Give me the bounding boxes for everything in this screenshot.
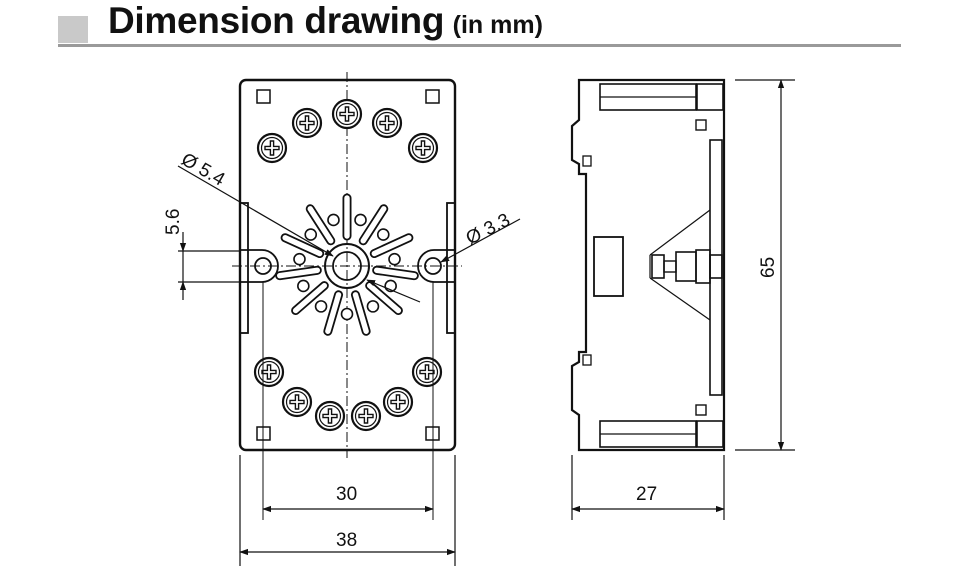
socket-pin-hole [388,252,401,266]
title-text: Dimension drawing [108,0,445,41]
socket-slot-inner [360,206,387,244]
corner-square-tl [256,89,271,104]
page-title: Dimension drawing (in mm) [108,0,543,42]
socket-slot-inner [325,292,342,334]
side-dimensions [571,79,795,520]
socket-slot-inner [373,267,418,279]
label-mount-width: 30 [336,484,357,505]
terminal-screw-icon [331,98,363,130]
socket-slot-inner [371,235,412,257]
terminal-screw-icon [314,400,346,432]
terminal-screw-icon [291,107,323,139]
label-depth: 27 [636,484,657,505]
side-center-pad [593,236,624,297]
socket-slot-inner [307,206,334,244]
label-hole-offset: 5.6 [163,209,184,235]
socket-pin-hole [314,300,328,313]
socket-slot-inner [282,235,323,257]
socket-pin-hole [293,252,306,266]
terminal-screw-icon [382,386,414,418]
left-clip [239,202,249,334]
title-rule [58,44,901,47]
center-hole-outer [324,243,370,289]
socket-pin-hole [327,213,340,227]
title-unit-note: (in mm) [452,11,543,39]
socket-slot-inner [366,282,402,314]
terminal-screw-icon [407,132,439,164]
terminal-screw-icon [350,400,382,432]
label-hole-diameter-large: Ø 5.4 [178,149,229,191]
socket-slot-inner [292,282,328,314]
socket-pin-hole [340,307,354,321]
socket-pin-hole [376,228,390,241]
label-height: 65 [758,257,779,278]
octal-socket [275,193,419,336]
socket-pin-hole [354,213,367,227]
corner-square-tr [425,89,440,104]
socket-pin-hole [304,228,318,241]
title-marker [58,16,88,43]
right-clip [446,202,456,334]
center-hole-inner [332,251,362,281]
diameter-leaders [177,165,521,303]
terminal-screw-icon [256,132,288,164]
socket-pin-hole [297,279,310,293]
socket-pin-hole [366,300,380,313]
front-view [232,72,462,458]
socket-slot-inner [352,292,369,334]
side-view [570,78,726,452]
label-total-width: 38 [336,530,357,551]
label-hole-diameter-small: Ø 3.3 [463,210,514,250]
terminal-screw-icon [371,107,403,139]
terminal-screw-icon [253,356,285,388]
terminal-screw-icon [411,356,443,388]
socket-slot-inner [276,267,321,279]
offset-dimension [178,232,240,300]
width-dimensions [239,282,456,566]
side-body-outline [570,78,726,452]
terminal-screw-icon [281,386,313,418]
